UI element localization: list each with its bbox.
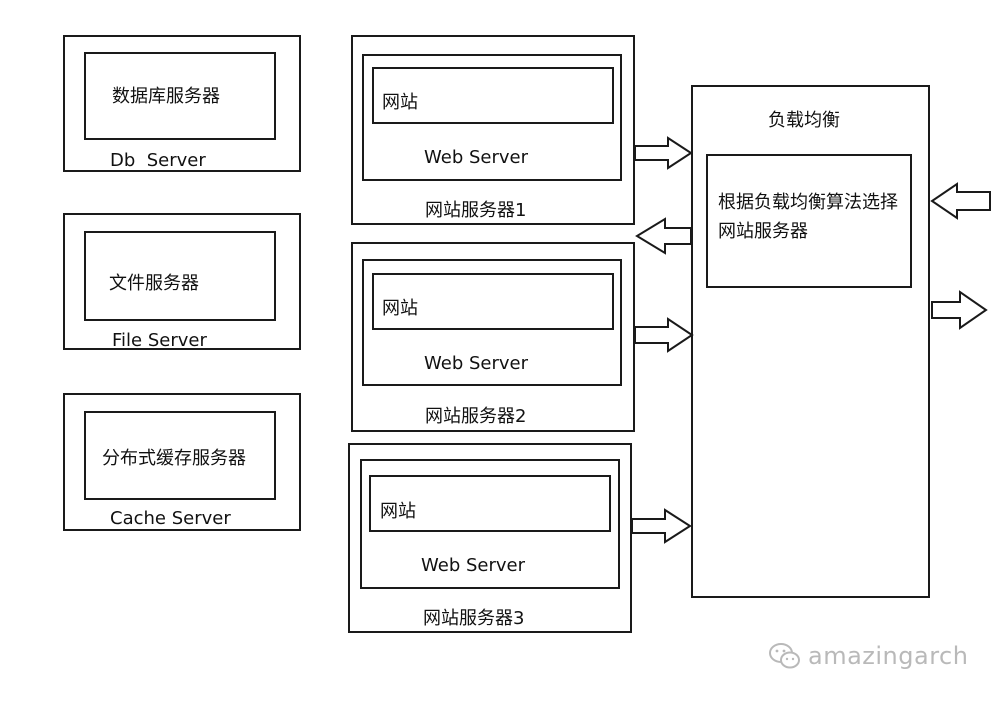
web-server-2-site-box [372, 273, 614, 330]
algorithm-box [706, 154, 912, 288]
wechat-icon [769, 643, 800, 669]
cache-server-label: Cache Server [110, 508, 231, 529]
arrow-to-balancer-2 [634, 317, 694, 353]
web-server-1-site-box [372, 67, 614, 124]
web-server-3-web-label: Web Server [421, 555, 525, 576]
file-server-inner-box [84, 231, 276, 321]
web-server-2-web-label: Web Server [424, 353, 528, 374]
file-server-inner-label: 文件服务器 [109, 273, 199, 294]
web-server-2-site-label: 网站 [382, 298, 418, 319]
db-server-label: Db Server [110, 150, 206, 171]
watermark: amazingarch [768, 641, 968, 671]
db-server-inner-label: 数据库服务器 [112, 86, 220, 107]
arrow-to-balancer-1 [634, 136, 693, 170]
file-server-label: File Server [112, 330, 207, 351]
arrow-to-balancer-3 [631, 508, 692, 544]
web-server-3-caption: 网站服务器3 [423, 608, 525, 629]
arrow-incoming-request [930, 182, 991, 220]
watermark-text: amazingarch [808, 642, 969, 670]
web-server-2-caption: 网站服务器2 [425, 406, 527, 427]
load-balancer-title: 负载均衡 [768, 110, 840, 131]
cache-server-inner-label: 分布式缓存服务器 [102, 448, 246, 469]
arrow-from-balancer [635, 217, 692, 255]
algorithm-label: 根据负载均衡算法选择网站服务器 [718, 192, 898, 242]
db-server-inner-box [84, 52, 276, 140]
arrow-outgoing-response [931, 290, 988, 330]
web-server-3-site-label: 网站 [380, 501, 416, 522]
web-server-1-web-label: Web Server [424, 147, 528, 168]
web-server-1-site-label: 网站 [382, 92, 418, 113]
cache-server-inner-box [84, 411, 276, 500]
web-server-1-caption: 网站服务器1 [425, 200, 527, 221]
web-server-3-site-box [369, 475, 611, 532]
